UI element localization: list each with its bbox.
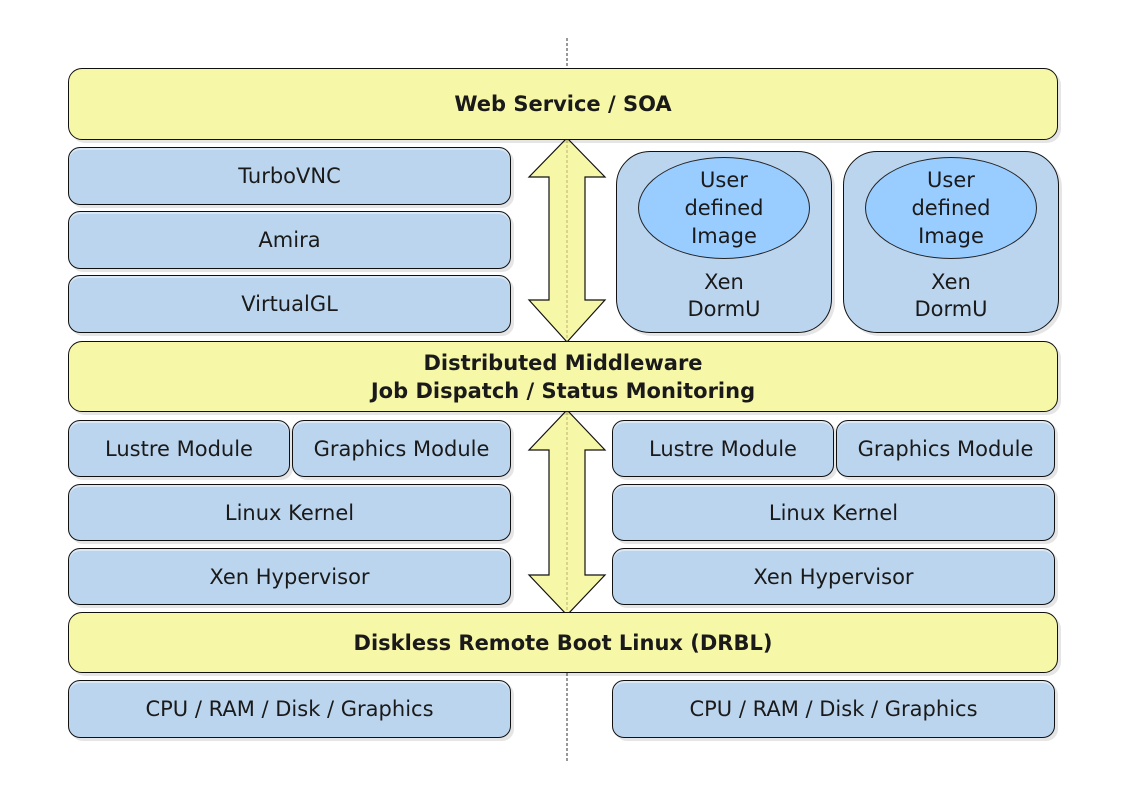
left-linux-kernel: Linux Kernel: [68, 484, 511, 541]
xen-dormu-box-2: User defined Image Xen DormU: [843, 151, 1059, 333]
left-hardware-label: CPU / RAM / Disk / Graphics: [145, 697, 434, 721]
right-hypervisor-label: Xen Hypervisor: [753, 564, 914, 589]
right-linux-kernel: Linux Kernel: [612, 484, 1055, 541]
dormu-label-2: Xen DormU: [914, 270, 988, 321]
right-kernel-label: Linux Kernel: [768, 500, 899, 525]
right-graphics-label: Graphics Module: [857, 436, 1034, 461]
left-graphics-module: Graphics Module: [292, 420, 511, 477]
turbovnc-label: TurboVNC: [238, 164, 341, 188]
left-hardware-box: CPU / RAM / Disk / Graphics: [68, 680, 511, 738]
dormu-label-1: Xen DormU: [687, 270, 761, 321]
user-image-ellipse-1: User defined Image: [638, 157, 810, 259]
drbl-layer: Diskless Remote Boot Linux (DRBL): [68, 612, 1058, 673]
middleware-layer: Distributed Middleware Job Dispatch / St…: [68, 341, 1058, 412]
xen-dormu-box-1: User defined Image Xen DormU: [616, 151, 832, 333]
right-hardware-box: CPU / RAM / Disk / Graphics: [612, 680, 1055, 738]
middleware-label: Distributed Middleware Job Dispatch / St…: [370, 350, 756, 403]
virtualgl-box: VirtualGL: [68, 275, 511, 333]
user-image-label-2: User defined Image: [911, 168, 991, 248]
right-hardware-label: CPU / RAM / Disk / Graphics: [689, 697, 978, 721]
right-graphics-module: Graphics Module: [836, 420, 1055, 477]
left-lustre-module: Lustre Module: [68, 420, 290, 477]
web-service-layer: Web Service / SOA: [68, 68, 1058, 140]
left-graphics-label: Graphics Module: [313, 436, 490, 461]
right-lustre-module: Lustre Module: [612, 420, 834, 477]
left-kernel-label: Linux Kernel: [224, 500, 355, 525]
amira-label: Amira: [258, 228, 321, 252]
left-xen-hypervisor: Xen Hypervisor: [68, 548, 511, 605]
right-lustre-label: Lustre Module: [649, 436, 797, 461]
web-service-label: Web Service / SOA: [454, 92, 672, 116]
virtualgl-label: VirtualGL: [241, 292, 338, 316]
left-hypervisor-label: Xen Hypervisor: [209, 564, 370, 589]
right-xen-hypervisor: Xen Hypervisor: [612, 548, 1055, 605]
drbl-label: Diskless Remote Boot Linux (DRBL): [353, 630, 773, 655]
turbovnc-box: TurboVNC: [68, 147, 511, 205]
left-lustre-label: Lustre Module: [105, 436, 253, 461]
user-image-label-1: User defined Image: [684, 168, 764, 248]
user-image-ellipse-2: User defined Image: [865, 157, 1037, 259]
amira-box: Amira: [68, 211, 511, 269]
